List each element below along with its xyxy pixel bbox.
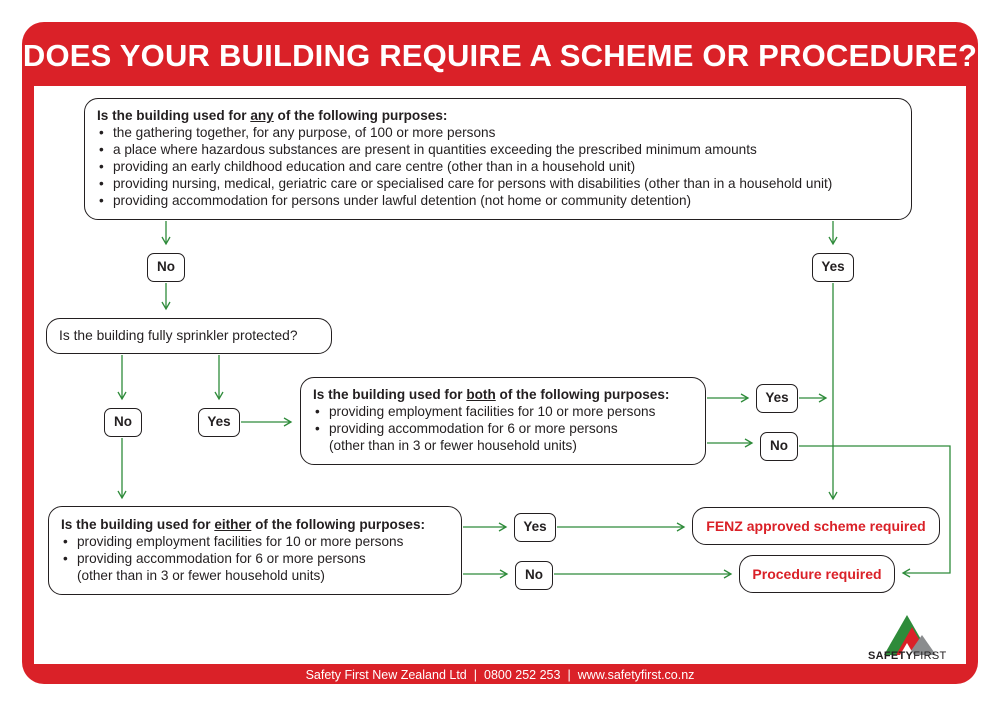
question-either-purposes: Is the building used for either of the f…: [48, 506, 462, 595]
tag-yes-sprinkler: Yes: [198, 408, 240, 437]
tag-yes-both: Yes: [756, 384, 798, 413]
tag-yes-either: Yes: [514, 513, 556, 542]
question-sprinkler: Is the building fully sprinkler protecte…: [46, 318, 332, 354]
tag-yes-any: Yes: [812, 253, 854, 282]
result-scheme-required: FENZ approved scheme required: [692, 507, 940, 545]
list-item: providing accommodation for persons unde…: [97, 192, 899, 209]
list-item: providing employment facilities for 10 o…: [61, 533, 449, 550]
list-item: the gathering together, for any purpose,…: [97, 124, 899, 141]
question-either-heading: Is the building used for either of the f…: [61, 517, 426, 532]
list-item: providing an early childhood education a…: [97, 158, 899, 175]
tag-no-either: No: [515, 561, 553, 590]
question-any-heading: Is the building used for any of the foll…: [97, 108, 448, 123]
result-procedure-required: Procedure required: [739, 555, 895, 593]
footer-phone: 0800 252 253: [484, 668, 561, 682]
question-sprinkler-text: Is the building fully sprinkler protecte…: [59, 328, 298, 343]
purpose-list-either: providing employment facilities for 10 o…: [61, 533, 449, 584]
list-item: providing accommodation for 6 or more pe…: [313, 420, 693, 454]
list-item: providing nursing, medical, geriatric ca…: [97, 175, 899, 192]
arrow-no-to-procedure: [799, 445, 951, 578]
purpose-list-both: providing employment facilities for 10 o…: [313, 403, 693, 454]
footer: Safety First New Zealand Ltd|0800 252 25…: [305, 668, 695, 682]
question-any-purposes: Is the building used for any of the foll…: [84, 98, 912, 220]
list-item: providing accommodation for 6 or more pe…: [61, 550, 449, 584]
list-item: a place where hazardous substances are p…: [97, 141, 899, 158]
footer-company: Safety First New Zealand Ltd: [305, 668, 467, 682]
question-both-heading: Is the building used for both of the fol…: [313, 387, 670, 402]
list-item: providing employment facilities for 10 o…: [313, 403, 693, 420]
tag-no-sprinkler: No: [104, 408, 142, 437]
page-title: DOES YOUR BUILDING REQUIRE A SCHEME OR P…: [22, 38, 978, 73]
triangle-logo-icon: [884, 615, 936, 655]
purpose-list-any: the gathering together, for any purpose,…: [97, 124, 899, 209]
footer-website-link[interactable]: www.safetyfirst.co.nz: [577, 668, 695, 682]
logo-wordmark: SAFETYFIRST: [868, 650, 947, 662]
tag-no-any: No: [147, 253, 185, 282]
question-both-purposes: Is the building used for both of the fol…: [300, 377, 706, 465]
tag-no-both: No: [760, 432, 798, 461]
